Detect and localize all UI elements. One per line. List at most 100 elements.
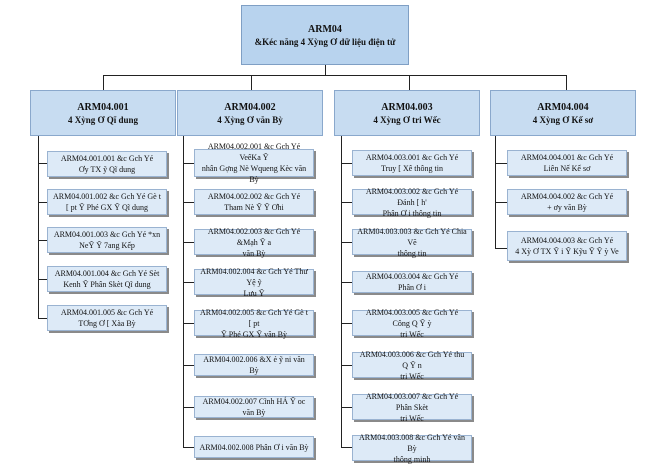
- connector-tick: [183, 407, 194, 408]
- leaf-node: ARM04.003.003 &c Gch Yé Chia Vẽ thông ti…: [352, 226, 472, 258]
- leaf-node: ARM04.002.004 &c Gch Yé Thư Yệ ỹ Lưu Ỹ: [194, 266, 314, 298]
- connector-tick: [38, 202, 47, 203]
- leaf-line-2: Lưu Ỹ: [243, 288, 265, 298]
- leaf-line-2: Kenh Ỹ Phân Skèt Qĩ dung: [63, 280, 151, 289]
- leaf-line-2: thông minh: [393, 454, 431, 464]
- connector-col4-drop: [566, 75, 567, 90]
- leaf-line-1: ARM04.003.001 &c Gch Yé: [365, 153, 459, 162]
- connector-col3-drop: [409, 75, 410, 90]
- leaf-line-2: NeỸ Ỹ 7ang Kếp: [79, 241, 135, 250]
- connector-col1-drop: [103, 75, 104, 90]
- leaf-node: ARM04.003.005 &c Gch Yé Công Q Ỹ ỳ tri W…: [352, 307, 472, 339]
- leaf-line-1: ARM04.002.003 &c Gch Yé &Mạh Ỹ a: [207, 226, 301, 247]
- leaf-line-2: tri Wếc: [400, 371, 424, 381]
- connector-tick: [183, 202, 194, 203]
- leaf-node: ARM04.003.008 &c Gch Yé văn Bỳ thông min…: [352, 433, 472, 464]
- leaf-node: ARM04.002.008 Phân Ơ i văn Bỳ: [194, 436, 314, 458]
- leaf-line-1: ARM04.004.003 &c Gch Yé: [520, 236, 614, 245]
- connector-tick: [183, 323, 194, 324]
- category-node-1: ARM04.001 4 Xỳng Ơ Qĩ dung: [30, 90, 176, 136]
- connector-tick: [341, 407, 352, 408]
- leaf-line-1: ARM04.002.007 Cĩnh HÁ Ỹ oc văn Bỳ: [202, 397, 306, 417]
- leaf-node: ARM04.002.001 &c Gch Yé VeêKa Ỹ nhân Gợn…: [194, 142, 314, 184]
- category-name: 4 Xỳng Ơ Qĩ dung: [67, 114, 139, 125]
- category-name: 4 Xỳng Ơ Kế sơ: [532, 114, 594, 125]
- leaf-node: ARM04.001.001 &c Gch Yé Ơy TX ỹ Qĩ dung: [47, 151, 167, 177]
- root-node: ARM04 &Kéc năng 4 Xỳng Ơ dữ liệu điện tử: [241, 5, 409, 65]
- leaf-line-2: TƠng Ơ [ Xàa Bỳ: [78, 319, 136, 328]
- leaf-node: ARM04.003.006 &c Gch Yé thu Q Ỹ n tri Wế…: [352, 349, 472, 381]
- leaf-line-1: ARM04.004.002 &c Gch Yé: [520, 192, 614, 201]
- leaf-node: ARM04.002.002 &c Gch Yé Tham Nè Ỹ Ỹ Ơhi: [194, 189, 314, 215]
- connector-tick: [341, 282, 352, 283]
- connector-tick: [38, 279, 47, 280]
- connector-tick: [341, 447, 352, 448]
- leaf-node: ARM04.002.006 &X ẻ ỹ ni văn Bỳ: [194, 354, 314, 376]
- leaf-line-2: Ỹ Phé GX Ỹ văn Bỳ: [221, 329, 287, 339]
- leaf-line-2: tri Wếc: [400, 329, 424, 339]
- category-name: 4 Xỳng Ơ tri Wếc: [373, 114, 441, 125]
- connector-tick: [341, 365, 352, 366]
- leaf-line-1: ARM04.001.005 &c Gch Yé: [60, 308, 154, 317]
- connector-col2-drop: [251, 75, 252, 90]
- leaf-line-1: ARM04.003.005 &c Gch Yé Công Q Ỹ ỳ: [365, 307, 459, 328]
- leaf-line-2: 4 Xỳ Ơ TX Ỹ i Ỹ Kỹu Ỹ Ỹ ỳ Ve: [515, 247, 619, 256]
- connector-tick: [183, 365, 194, 366]
- connector-tick: [495, 248, 507, 249]
- leaf-line-1: ARM04.001.003 &c Gch Yé *xn: [53, 230, 161, 239]
- connector-col1-spine: [38, 136, 39, 318]
- leaf-line-1: ARM04.002.006 &X ẻ ỹ ni văn Bỳ: [203, 355, 305, 375]
- category-code: ARM04.001: [77, 101, 129, 113]
- leaf-line-1: ARM04.002.001 &c Gch Yé VeêKa Ỹ: [207, 142, 301, 162]
- leaf-line-1: ARM04.002.002 &c Gch Yé: [207, 192, 301, 201]
- leaf-node: ARM04.004.003 &c Gch Yé 4 Xỳ Ơ TX Ỹ i Ỹ …: [507, 231, 627, 261]
- leaf-node: ARM04.004.001 &c Gch Yé Liên Nế Kế sơ: [507, 150, 627, 176]
- connector-tick: [341, 323, 352, 324]
- connector-tick: [183, 282, 194, 283]
- category-node-2: ARM04.002 4 Xỳng Ơ văn Bỳ: [177, 90, 323, 136]
- category-node-4: ARM04.004 4 Xỳng Ơ Kế sơ: [490, 90, 636, 136]
- connector-tick: [341, 202, 352, 203]
- leaf-line-1: ARM04.002.004 &c Gch Yé Thư Yệ ỹ: [200, 266, 308, 287]
- connector-tick: [183, 163, 194, 164]
- connector-col2-spine: [183, 136, 184, 447]
- leaf-line-1: ARM04.003.004 &c Gch Yé Phân Ơ i: [365, 272, 459, 292]
- leaf-line-1: ARM04.003.006 &c Gch Yé thu Q Ỹ n: [359, 349, 465, 370]
- leaf-line-2: [ pt Ỹ Phé GX Ỹ Qĩ dung: [66, 203, 148, 212]
- leaf-line-1: ARM04.003.003 &c Gch Yé Chia Vẽ: [357, 226, 467, 247]
- connector-tick: [341, 163, 352, 164]
- connector-col3-spine: [341, 136, 342, 447]
- connector-tick: [183, 242, 194, 243]
- leaf-node: ARM04.002.007 Cĩnh HÁ Ỹ oc văn Bỳ: [194, 396, 314, 418]
- category-code: ARM04.002: [224, 101, 276, 113]
- leaf-line-2: tri Wếc: [400, 413, 424, 423]
- leaf-node: ARM04.003.004 &c Gch Yé Phân Ơ i: [352, 271, 472, 293]
- leaf-line-2: Phân Ơ i thông tin: [382, 208, 442, 218]
- connector-tick: [38, 163, 47, 164]
- leaf-line-1: ARM04.002.005 &c Gch Yé Gè t [ pt: [200, 307, 308, 328]
- leaf-line-1: ARM04.004.001 &c Gch Yé: [520, 153, 614, 162]
- root-code: ARM04: [308, 23, 342, 35]
- leaf-node: ARM04.001.004 &c Gch Yé Sèt Kenh Ỹ Phân …: [47, 266, 167, 292]
- leaf-line-1: ARM04.003.007 &c Gch Yé Phân Skèt: [365, 391, 459, 412]
- leaf-line-2: nhân Gợng Nè Wqueng Kèc văn Bỳ: [201, 164, 307, 184]
- leaf-node: ARM04.001.003 &c Gch Yé *xn NeỸ Ỹ 7ang K…: [47, 227, 167, 253]
- leaf-node: ARM04.003.002 &c Gch Yé Đánh [ h' Phân Ơ…: [352, 187, 472, 218]
- leaf-line-2: Truy [ Xê thông tin: [381, 164, 443, 173]
- connector-tick: [495, 163, 507, 164]
- category-code: ARM04.004: [537, 101, 589, 113]
- category-name: 4 Xỳng Ơ văn Bỳ: [217, 114, 283, 125]
- leaf-node: ARM04.003.007 &c Gch Yé Phân Skèt tri Wế…: [352, 391, 472, 423]
- connector-tick: [38, 318, 47, 319]
- leaf-line-2: + ơy văn Bỳ: [547, 203, 587, 212]
- leaf-line-2: Tham Nè Ỹ Ỹ Ơhi: [224, 203, 284, 212]
- leaf-node: ARM04.003.001 &c Gch Yé Truy [ Xê thông …: [352, 150, 472, 176]
- connector-root-down: [325, 65, 326, 75]
- root-name: &Kéc năng 4 Xỳng Ơ dữ liệu điện tử: [254, 36, 396, 47]
- leaf-line-2: Liên Nế Kế sơ: [543, 164, 591, 173]
- connector-col4-spine: [495, 136, 496, 248]
- category-code: ARM04.003: [381, 101, 433, 113]
- leaf-line-2: Ơy TX ỹ Qĩ dung: [78, 165, 136, 174]
- leaf-line-2: văn Bỳ: [242, 248, 266, 258]
- connector-horizontal-bus: [103, 75, 567, 76]
